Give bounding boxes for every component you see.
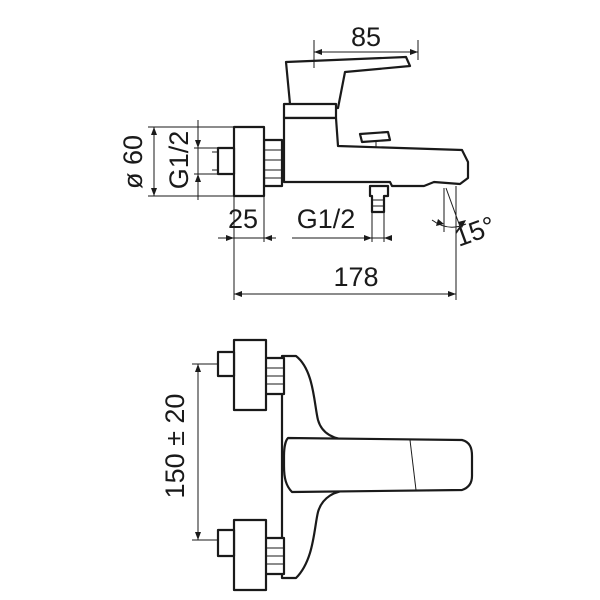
shower-outlet xyxy=(368,184,390,214)
dim-offset: 25 xyxy=(218,196,276,300)
front-inlet-top xyxy=(216,350,236,378)
dim-width-top: 85 xyxy=(313,22,419,68)
dim-outlet-thread: G1/2 xyxy=(292,204,392,242)
dim-diameter-label: ø 60 xyxy=(118,135,148,189)
connection-nut xyxy=(262,138,284,188)
dim-width-top-label: 85 xyxy=(351,22,381,52)
dim-inlet-thread: G1/2 xyxy=(164,120,218,200)
dim-overall-length: 178 xyxy=(234,186,457,300)
mixer-body xyxy=(282,116,470,188)
dim-outlet-thread-label: G1/2 xyxy=(297,204,356,234)
diverter-knob xyxy=(358,130,392,144)
dim-angle: 15° xyxy=(431,187,500,253)
front-flange-top xyxy=(232,338,268,412)
dim-inlet-thread-label: G1/2 xyxy=(164,131,194,190)
wall-flange xyxy=(232,125,266,198)
dim-diameter: ø 60 xyxy=(118,126,234,197)
dim-angle-label: 15° xyxy=(451,210,500,252)
dim-centers-label: 150 ± 20 xyxy=(160,394,190,499)
front-flange-bottom xyxy=(232,518,268,592)
dim-offset-label: 25 xyxy=(228,204,258,234)
inlet-pipe xyxy=(216,146,236,176)
side-view xyxy=(212,55,470,214)
dim-centers: 150 ± 20 xyxy=(160,363,218,541)
mixer-body-top xyxy=(282,102,338,120)
front-inlet-bottom xyxy=(216,528,236,558)
lever-handle xyxy=(284,55,412,110)
front-lever xyxy=(282,436,474,494)
front-view xyxy=(216,338,474,592)
dim-overall-length-label: 178 xyxy=(333,262,378,292)
